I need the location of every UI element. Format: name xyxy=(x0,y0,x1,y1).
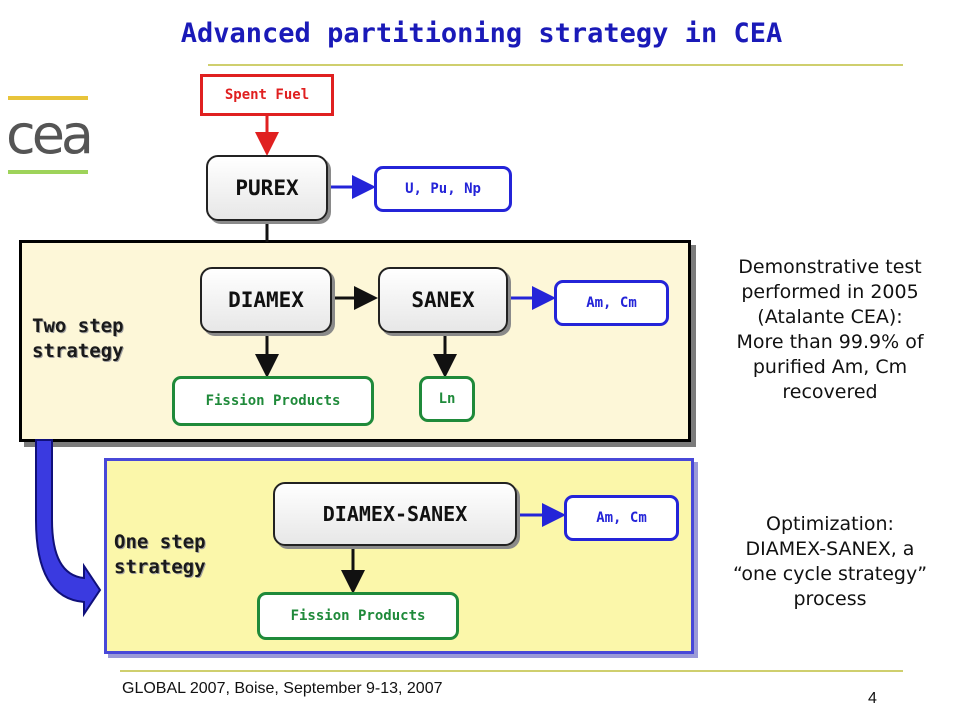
opt-note-line: process xyxy=(793,588,867,610)
slide-title: Advanced partitioning strategy in CEA xyxy=(180,18,783,49)
purex-process: PUREX xyxy=(206,155,328,221)
footer-conference: GLOBAL 2007, Boise, September 9-13, 2007 xyxy=(122,680,443,697)
opt-note-line: “one cycle strategy” xyxy=(732,563,928,585)
sanex-process: SANEX xyxy=(378,267,508,333)
demo-note-line: (Atalante CEA): xyxy=(757,306,903,328)
one-step-label: One step strategy xyxy=(114,530,206,580)
two-step-label-line1: Two step xyxy=(32,315,124,337)
page-number: 4 xyxy=(868,690,877,707)
one-step-label-line1: One step xyxy=(114,531,206,553)
demo-note-line: performed in 2005 xyxy=(741,281,919,303)
opt-note-line: Optimization: xyxy=(766,513,894,535)
opt-note-line: DIAMEX-SANEX, a xyxy=(745,538,915,560)
am-cm-output-one-step: Am, Cm xyxy=(564,495,679,541)
fission-products-one-step: Fission Products xyxy=(257,592,459,640)
logo-bar-bottom xyxy=(8,170,88,174)
one-step-label-line2: strategy xyxy=(114,556,206,578)
title-rule xyxy=(208,64,903,66)
demo-note: Demonstrative test performed in 2005 (At… xyxy=(702,255,958,405)
logo-bar-top xyxy=(8,96,88,100)
diamex-sanex-process: DIAMEX-SANEX xyxy=(273,482,517,546)
fission-products-two-step: Fission Products xyxy=(172,376,374,426)
demo-note-line: Demonstrative test xyxy=(738,256,922,278)
am-cm-output-two-step: Am, Cm xyxy=(554,280,669,326)
optimization-note: Optimization: DIAMEX-SANEX, a “one cycle… xyxy=(702,512,958,612)
transition-arrow xyxy=(35,439,102,618)
demo-note-line: recovered xyxy=(782,381,878,403)
ln-output: Ln xyxy=(419,376,475,422)
demo-note-line: purified Am, Cm xyxy=(752,356,908,378)
u-pu-np-output: U, Pu, Np xyxy=(374,166,512,212)
footer-rule xyxy=(120,670,903,672)
spent-fuel-box: Spent Fuel xyxy=(200,74,334,116)
diamex-process: DIAMEX xyxy=(200,267,332,333)
demo-note-line: More than 99.9% of xyxy=(736,331,924,353)
two-step-label: Two step strategy xyxy=(32,314,124,364)
two-step-label-line2: strategy xyxy=(32,340,124,362)
cea-logo: cea xyxy=(6,103,94,166)
